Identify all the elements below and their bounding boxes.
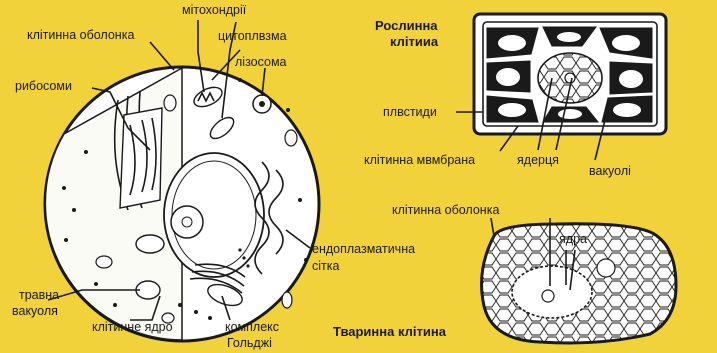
label-er-line1: ендоплазматична (312, 242, 415, 256)
label-nucleoli: ядерця (517, 153, 559, 167)
label-lysosome: лізосома (235, 55, 287, 69)
label-golgi-line2: Гольджі (227, 336, 272, 350)
vesicle (282, 292, 292, 308)
plant-nucleolus (565, 73, 575, 83)
animal-nucleolus (542, 290, 554, 302)
label-cell-nucleus: клітинне ядро (92, 320, 173, 334)
plant-cell (474, 14, 666, 134)
label-cytoplasm: цитоплвзма (218, 29, 287, 43)
vesicle (285, 130, 297, 146)
label-cell-membrane-right: клітинна мвмбрана (364, 153, 475, 167)
label-cell-wall: клітинна оболонка (392, 203, 499, 217)
label-digestive-vacuole-line2: вакуоля (12, 304, 58, 318)
label-mitochondria: мітохондрії (182, 3, 247, 17)
label-cell-membrane-left: клітинна оболонка (27, 28, 134, 42)
vesicle (164, 95, 176, 111)
label-ribosomes: рибосоми (15, 79, 72, 93)
label-animal-cell: Тваринна клітина (333, 324, 447, 339)
label-golgi-line1: комплекс (225, 320, 279, 334)
label-plant-cell-line1: Рослинна (375, 18, 438, 33)
label-plastids: плвстиди (383, 105, 437, 119)
label-nuclei: ядра (559, 232, 587, 246)
label-er-line2: сітка (312, 259, 339, 273)
mitochondrion (136, 235, 164, 253)
label-vacuoles: вакуолі (589, 164, 631, 178)
animal-vacuole (597, 259, 615, 277)
generalized-cell (45, 67, 319, 341)
label-digestive-vacuole-line1: травна (19, 288, 59, 302)
label-plant-cell-line2: клітииа (390, 34, 439, 49)
vesicle (96, 256, 112, 268)
nucleolus (171, 206, 203, 238)
